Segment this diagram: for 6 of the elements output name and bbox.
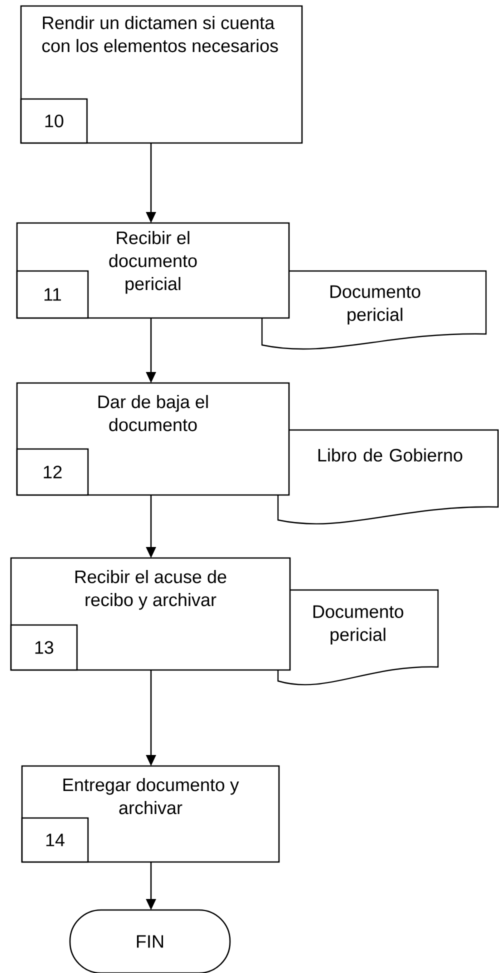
step-number-box: 11 xyxy=(16,270,89,319)
step-number-box: 12 xyxy=(16,448,89,496)
terminator: FIN xyxy=(69,909,231,973)
step-number-box: 13 xyxy=(10,624,78,671)
step-number-box: 10 xyxy=(20,98,88,144)
step-number-box: 14 xyxy=(21,817,89,863)
